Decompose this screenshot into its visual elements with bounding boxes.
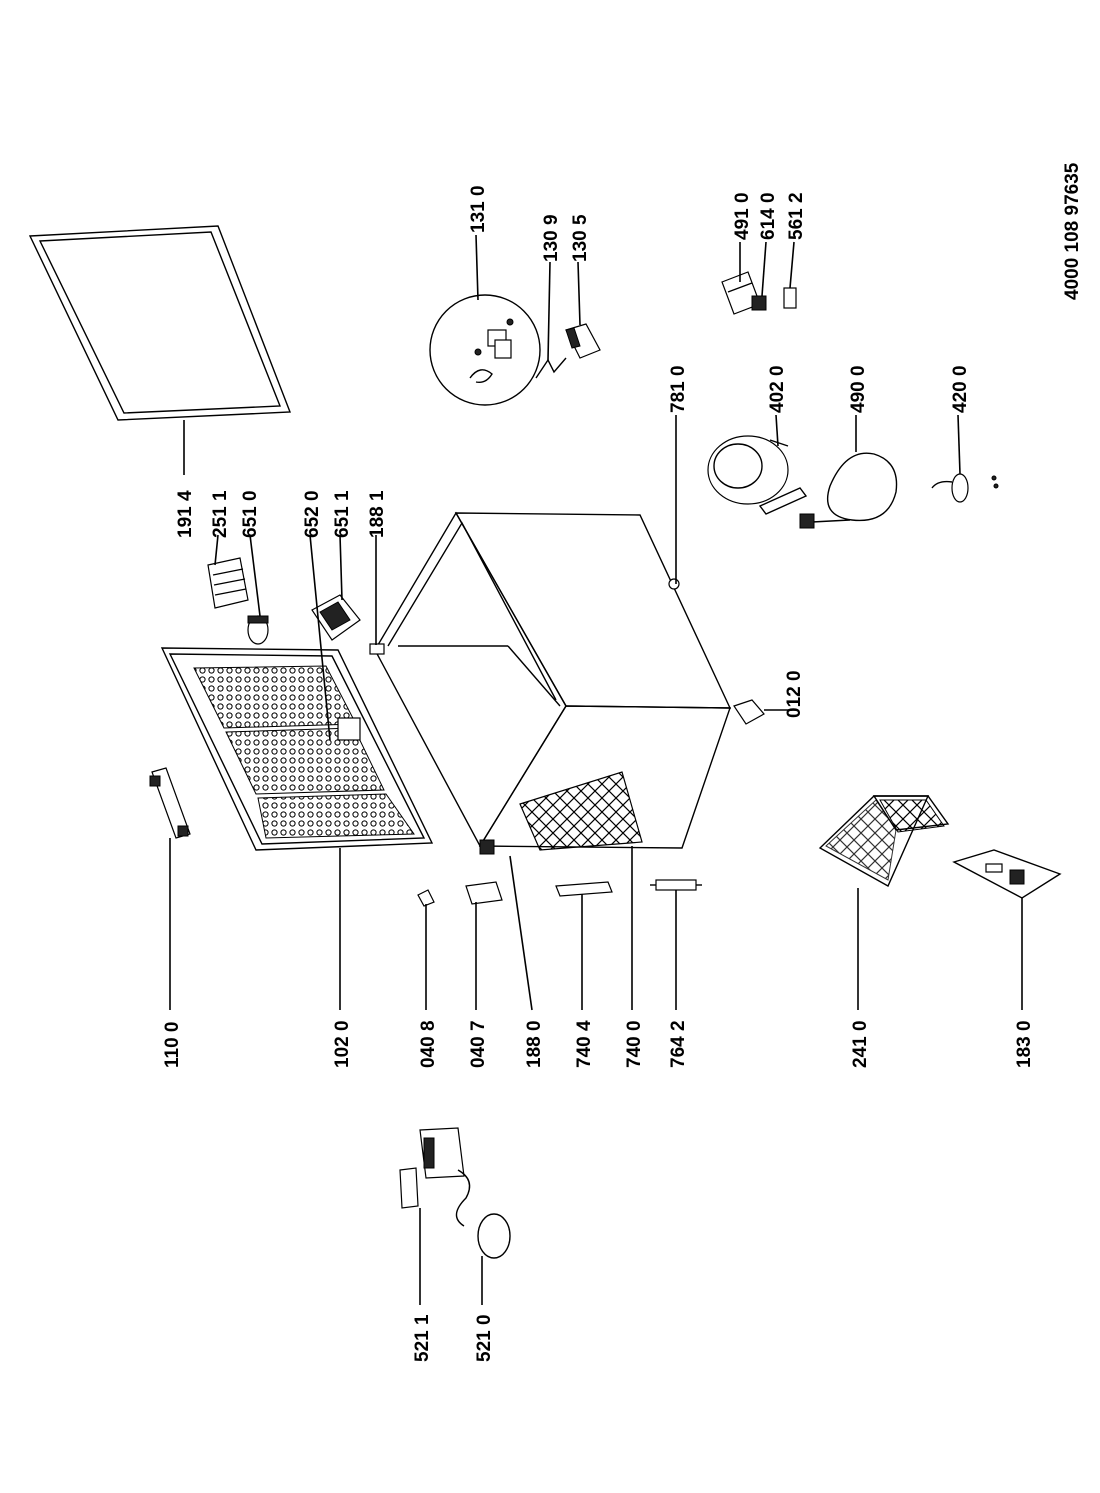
callout-102-0: 102 0 bbox=[332, 1020, 353, 1068]
callout-012-0: 012 0 bbox=[784, 670, 805, 718]
callout-420-0: 420 0 bbox=[950, 365, 971, 413]
callout-740-0: 740 0 bbox=[624, 1020, 645, 1068]
callout-521-0: 521 0 bbox=[474, 1314, 495, 1362]
callout-651-1: 651 1 bbox=[332, 490, 353, 538]
hinge-detail-circle bbox=[429, 294, 541, 406]
callout-110-0: 110 0 bbox=[162, 1022, 183, 1069]
callout-188-1: 188 1 bbox=[367, 490, 388, 538]
callout-130-5: 130 5 bbox=[570, 214, 591, 262]
compressor-part bbox=[707, 435, 808, 515]
callout-labels: 191 4 251 1 651 0 652 0 651 1 188 1 131 … bbox=[162, 162, 1083, 1362]
power-cord-part bbox=[799, 452, 898, 529]
lid-part bbox=[160, 647, 434, 851]
callout-614-0: 614 0 bbox=[758, 192, 779, 240]
wire-basket-part bbox=[818, 795, 950, 887]
cabinet-body-part bbox=[369, 511, 765, 855]
lid-gasket-part bbox=[28, 225, 292, 421]
callout-781-0: 781 0 bbox=[668, 365, 689, 413]
bracket-part bbox=[555, 881, 613, 897]
callout-183-0: 183 0 bbox=[1014, 1020, 1035, 1068]
callout-402-0: 402 0 bbox=[767, 365, 788, 413]
control-box-part bbox=[399, 1127, 511, 1259]
callout-652-0: 652 0 bbox=[302, 490, 323, 538]
hinge-spring-part bbox=[535, 357, 567, 379]
callout-040-7: 040 7 bbox=[468, 1020, 489, 1068]
hinge-cover-part bbox=[565, 323, 601, 359]
lamp-bulb-part bbox=[247, 615, 269, 645]
callout-490-0: 490 0 bbox=[848, 365, 869, 413]
clip-part bbox=[417, 889, 435, 907]
callout-764-2: 764 2 bbox=[668, 1020, 689, 1068]
callout-191-4: 191 4 bbox=[175, 490, 196, 538]
callout-651-0: 651 0 bbox=[240, 490, 261, 538]
leader-lines bbox=[169, 234, 1023, 1305]
callout-040-8: 040 8 bbox=[418, 1020, 439, 1068]
callout-188-0: 188 0 bbox=[524, 1020, 545, 1068]
thermostat-part bbox=[751, 295, 767, 311]
start-relay-part bbox=[931, 473, 999, 503]
callout-561-2: 561 2 bbox=[786, 192, 807, 240]
document-number: 4000 108 97635 bbox=[1062, 162, 1083, 300]
knob-part bbox=[783, 287, 797, 309]
lamp-holder-part bbox=[311, 594, 361, 641]
callout-740-4: 740 4 bbox=[574, 1020, 595, 1068]
callout-521-1: 521 1 bbox=[412, 1314, 433, 1362]
callout-130-9: 130 9 bbox=[541, 214, 562, 262]
callout-131-0: 131 0 bbox=[468, 185, 489, 233]
lamp-cover-part bbox=[207, 557, 249, 609]
callout-241-0: 241 0 bbox=[850, 1020, 871, 1068]
handle-part bbox=[149, 767, 191, 839]
callout-491-0: 491 0 bbox=[732, 192, 753, 240]
base-plate-part bbox=[952, 849, 1062, 899]
callout-251-1: 251 1 bbox=[210, 490, 231, 538]
cover-part bbox=[465, 881, 503, 905]
dryer-filter-part bbox=[650, 879, 702, 891]
